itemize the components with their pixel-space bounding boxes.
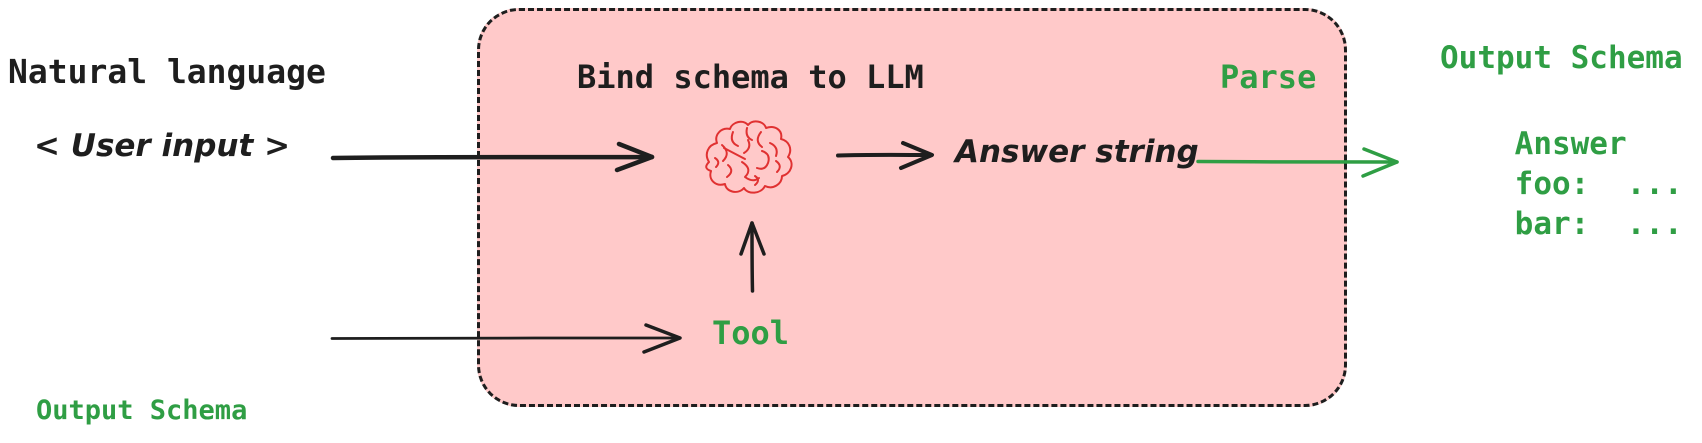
schema-line-bar: bar: ... [1514, 206, 1683, 242]
llm-bind-box [477, 8, 1347, 407]
answer-key: Answer [1514, 126, 1627, 162]
parse-label: Parse [1220, 58, 1317, 96]
schema-title: Output Schema [36, 395, 248, 426]
natural-language-label: Natural language [8, 52, 326, 91]
bottom-left-output-schema: Output Schema foo: ... bar: ... [36, 303, 247, 443]
answer-string-label: Answer string [955, 134, 1199, 170]
tool-label: Tool [712, 314, 790, 352]
bind-schema-title: Bind schema to LLM [577, 58, 924, 96]
right-output-schema-title: Output Schema [1440, 40, 1683, 76]
user-input-text: < User input > [34, 128, 291, 164]
schema-line-foo: foo: ... [1514, 166, 1683, 202]
right-output-schema-body: Answer foo: ... bar: ... [1440, 84, 1683, 284]
